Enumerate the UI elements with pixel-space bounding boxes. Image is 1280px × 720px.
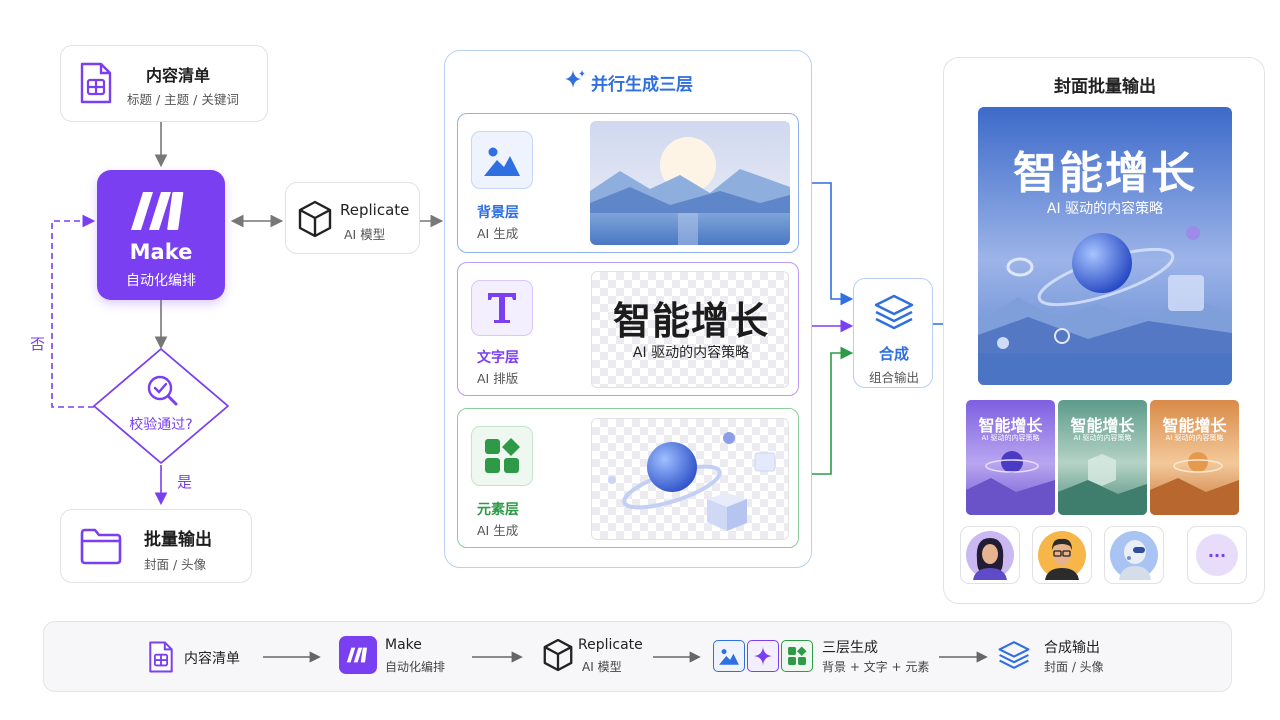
thumb-title-2: 智能增长 (1070, 416, 1135, 435)
thumb-title-1: 智能增长 (978, 416, 1043, 435)
image-icon (471, 131, 533, 189)
text-icon (471, 280, 533, 336)
layers-icon (874, 294, 914, 334)
make-node[interactable]: Make 自动化编排 (97, 170, 225, 300)
cover-title: 智能增长 (1013, 148, 1197, 199)
bottom-arrows (263, 651, 988, 663)
replicate-title: Replicate (340, 201, 410, 219)
bottom-spreadsheet-icon (148, 640, 174, 678)
bottom-step2-title: Make (385, 637, 422, 653)
bottom-make-icon (339, 636, 377, 674)
cover-thumb-teal[interactable]: 智能增长 AI 驱动的内容策略 (1058, 400, 1147, 515)
bottom-step2-sub: 自动化编排 (385, 660, 446, 674)
background-layer-preview (590, 121, 790, 245)
layers-heading: 并行生成三层 (591, 75, 693, 95)
more-label: ··· (1207, 545, 1227, 565)
bottom-grid-icon (781, 640, 813, 672)
bottom-step4-title: 三层生成 (822, 640, 878, 656)
content-list-node[interactable]: 内容清单 标题 / 主题 / 关键词 (60, 45, 268, 122)
batch-output-node[interactable]: 批量输出 封面 / 头像 (60, 509, 252, 583)
background-layer-card[interactable]: 背景层 AI 生成 (457, 113, 799, 253)
compose-sub: 组合输出 (868, 370, 919, 385)
main-cover[interactable]: 智能增长 AI 驱动的内容策略 (978, 107, 1232, 385)
text-layer-card[interactable]: 文字层 AI 排版 智能增长 AI 驱动的内容策略 (457, 262, 799, 396)
avatar-man-glasses[interactable] (1032, 526, 1092, 584)
validation-diamond[interactable]: 校验通过? (90, 346, 232, 466)
text-layer-sub: AI 排版 (477, 371, 519, 386)
bottom-summary-bar: 内容清单 Make 自动化编排 Replicate AI 模型 三层生成 背景 … (43, 621, 1232, 692)
make-sub: 自动化编排 (126, 273, 196, 289)
thumb-sub-1: AI 驱动的内容策略 (981, 434, 1040, 442)
cube-icon (298, 200, 332, 242)
thumb-title-3: 智能增长 (1162, 416, 1227, 435)
replicate-node[interactable]: Replicate AI 模型 (285, 182, 420, 254)
bottom-cube-icon (543, 638, 573, 676)
make-title: Make (129, 240, 193, 264)
more-avatars-button[interactable]: ··· (1187, 526, 1247, 584)
spreadsheet-icon (79, 62, 113, 108)
bottom-step1-title: 内容清单 (184, 651, 240, 667)
bottom-step4-sub: 背景 + 文字 + 元素 (822, 660, 930, 674)
bottom-image-icon (713, 640, 745, 672)
make-logo-icon (129, 188, 191, 238)
element-layer-sub: AI 生成 (477, 523, 519, 538)
replicate-sub: AI 模型 (344, 227, 386, 242)
element-layer-title: 元素层 (477, 502, 519, 518)
cover-sub: AI 驱动的内容策略 (1046, 201, 1164, 217)
text-preview-title: 智能增长 (612, 299, 769, 343)
background-layer-sub: AI 生成 (477, 226, 519, 241)
validation-title: 校验通过? (129, 417, 193, 433)
cover-thumb-orange[interactable]: 智能增长 AI 驱动的内容策略 (1150, 400, 1239, 515)
text-layer-preview: 智能增长 AI 驱动的内容策略 (591, 271, 789, 388)
sparkle-icon (563, 68, 587, 96)
edge-check-no-loop (51, 214, 96, 408)
bottom-step5-sub: 封面 / 头像 (1044, 660, 1104, 674)
grid-shapes-icon (471, 426, 533, 486)
bottom-step3-title: Replicate (578, 637, 643, 653)
compose-node[interactable]: 合成 组合输出 (853, 278, 933, 388)
element-layer-preview (591, 418, 789, 540)
bottom-step5-title: 合成输出 (1044, 640, 1100, 656)
cover-thumb-purple[interactable]: 智能增长 AI 驱动的内容策略 (966, 400, 1055, 515)
bottom-layers-icon (998, 640, 1030, 674)
check-search-icon (145, 373, 179, 411)
folder-icon (79, 527, 123, 569)
yes-label: 是 (177, 473, 193, 491)
content-list-sub: 标题 / 主题 / 关键词 (127, 92, 239, 107)
avatar-woman[interactable] (960, 526, 1020, 584)
content-list-title: 内容清单 (146, 66, 211, 85)
thumb-sub-2: AI 驱动的内容策略 (1073, 434, 1132, 442)
more-avatars-icon: ··· (1196, 534, 1238, 576)
batch-output-title: 批量输出 (144, 530, 212, 550)
batch-output-sub: 封面 / 头像 (144, 557, 207, 572)
bottom-sparkle-icon (747, 640, 779, 672)
background-layer-title: 背景层 (477, 205, 519, 221)
text-layer-title: 文字层 (477, 350, 519, 366)
no-label: 否 (30, 335, 46, 353)
bottom-step3-sub: AI 模型 (582, 660, 622, 674)
compose-title: 合成 (878, 345, 909, 363)
avatar-robot[interactable] (1104, 526, 1164, 584)
element-layer-card[interactable]: 元素层 AI 生成 (457, 408, 799, 548)
output-heading: 封面批量输出 (1054, 77, 1156, 97)
text-preview-sub: AI 驱动的内容策略 (632, 345, 750, 361)
output-panel: 封面批量输出 智能增长 AI 驱动的内容策略 智能增长 AI 驱动的内容策略 智… (943, 57, 1265, 604)
thumb-sub-3: AI 驱动的内容策略 (1165, 434, 1224, 442)
